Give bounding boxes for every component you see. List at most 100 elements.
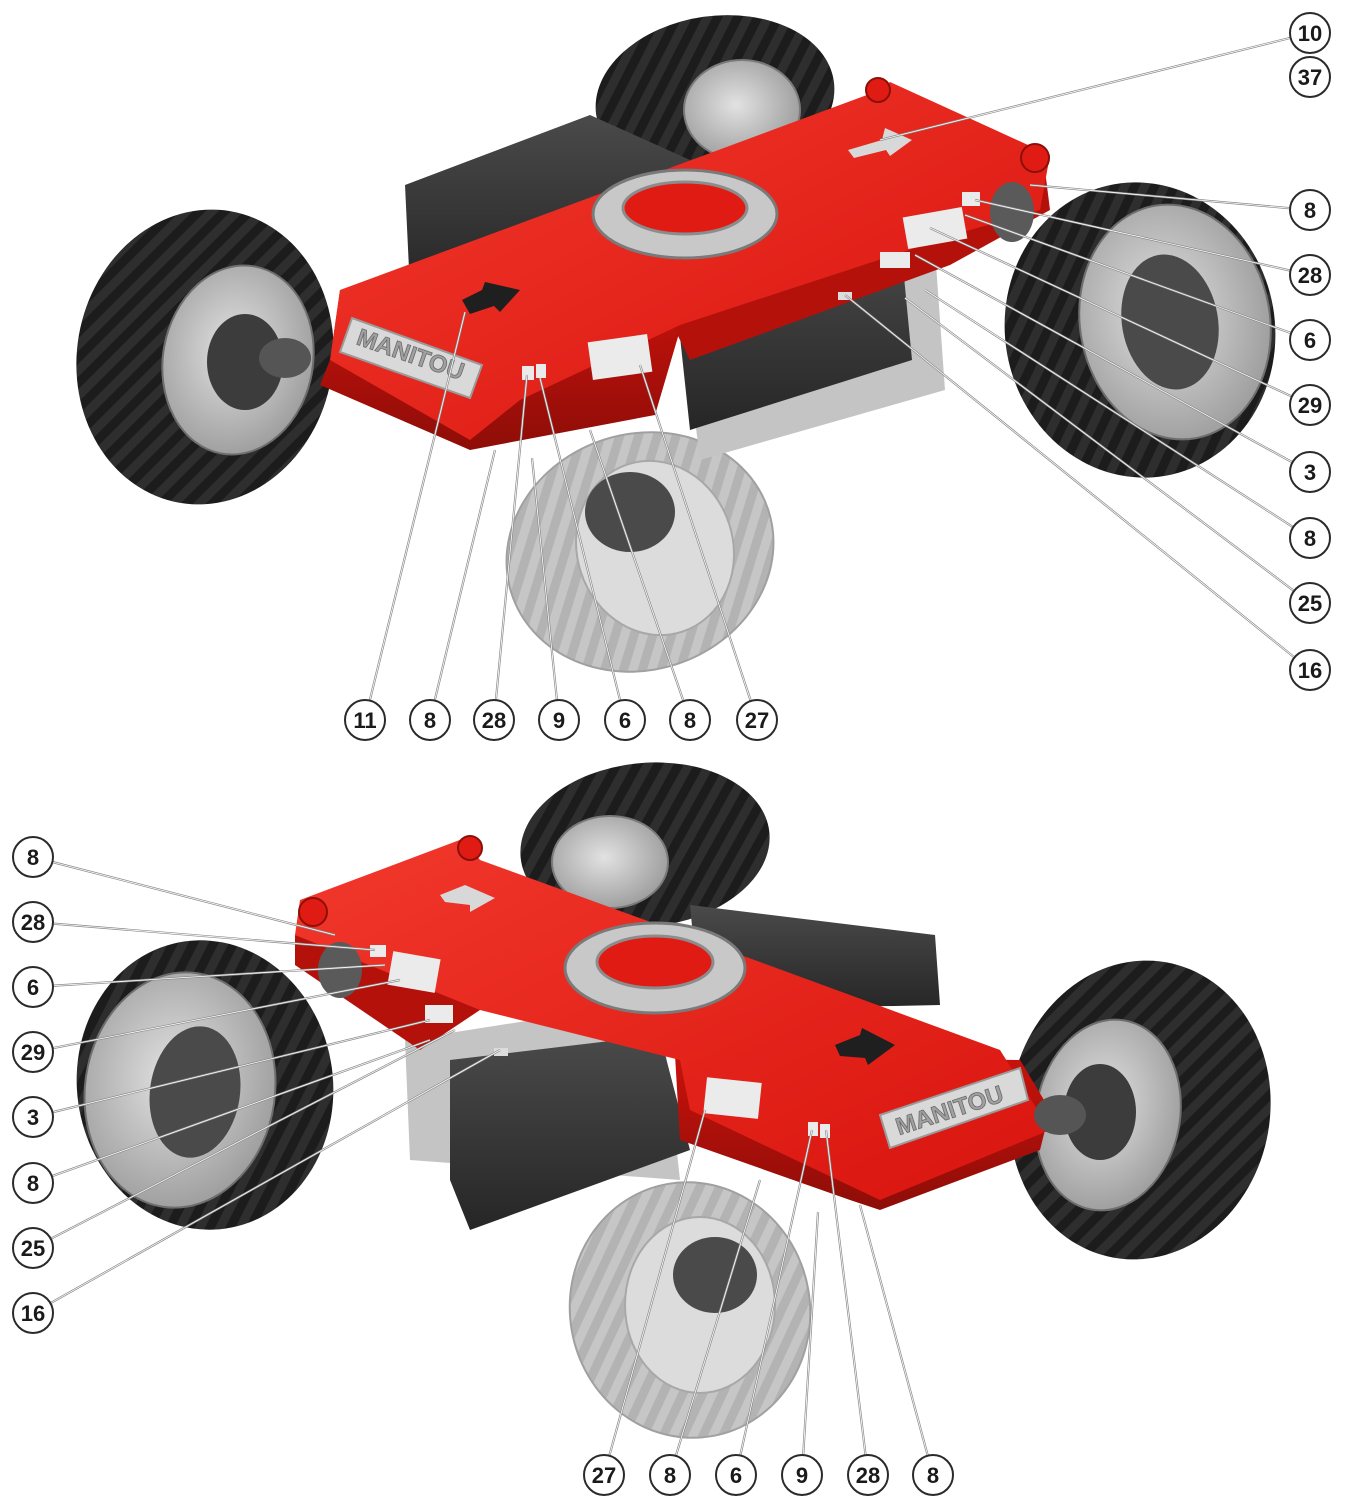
callout-label: 8 — [424, 708, 436, 733]
decal-small-b — [536, 364, 546, 378]
ghost-wheel-front — [505, 431, 775, 673]
callout-circle — [538, 699, 580, 741]
callout-circle — [12, 1096, 54, 1138]
leader-line-highlight-16 — [50, 1049, 501, 1304]
leader-line-highlight-25 — [904, 297, 1295, 592]
callout-circle — [583, 1454, 625, 1496]
leader-line-highlight-28 — [52, 923, 376, 951]
callout-circle — [669, 699, 711, 741]
decal-small-c — [880, 252, 910, 268]
leader-line-highlight-8 — [51, 1039, 431, 1177]
callout-3: 3 — [1289, 451, 1331, 493]
callout-label: 16 — [21, 1301, 45, 1326]
callout-label: 8 — [27, 845, 39, 870]
leader-line-highlight-10 — [879, 37, 1291, 141]
callout-label: 29 — [21, 1040, 45, 1065]
dark-body-block-lower — [450, 1035, 690, 1230]
callout-8: 8 — [912, 1454, 954, 1496]
callout-8: 8 — [1289, 517, 1331, 559]
callout-circle — [1289, 451, 1331, 493]
leader-line-highlight-3 — [52, 1019, 431, 1113]
callout-circle — [604, 699, 646, 741]
callout-label: 8 — [27, 1171, 39, 1196]
leader-line-highlight-8 — [52, 861, 336, 936]
callout-25: 25 — [1289, 582, 1331, 624]
wheel-left-top — [76, 209, 334, 505]
callout-label: 25 — [21, 1236, 45, 1261]
callout-8: 8 — [669, 699, 711, 741]
callout-circle — [1289, 12, 1331, 54]
callout-circle — [847, 1454, 889, 1496]
leader-line-highlight-8 — [859, 1204, 929, 1456]
callout-28: 28 — [473, 699, 515, 741]
callout-label: 11 — [353, 708, 376, 733]
decal-27 — [587, 334, 653, 380]
callout-label: 10 — [1298, 21, 1322, 46]
hub-right-bottom — [1034, 1095, 1086, 1135]
leader-line-highlight-8 — [675, 1179, 761, 1456]
callout-circle — [12, 836, 54, 878]
leader-line-highlight-28 — [825, 1129, 866, 1456]
callout-circle — [409, 699, 451, 741]
callout-circle — [736, 699, 778, 741]
callout-label: 28 — [1298, 263, 1322, 288]
callout-label: 27 — [745, 708, 769, 733]
callout-label: 8 — [664, 1463, 676, 1488]
callout-11: 11 — [344, 699, 386, 741]
bottom-view-illustration: MANITOU — [76, 762, 1271, 1439]
callout-label: 27 — [592, 1463, 616, 1488]
callout-label: 9 — [553, 708, 565, 733]
callout-27: 27 — [583, 1454, 625, 1496]
callout-circle — [1289, 189, 1331, 231]
decal-16-bottom — [494, 1048, 508, 1056]
callout-label: 8 — [1304, 198, 1316, 223]
callout-29: 29 — [1289, 384, 1331, 426]
wheel-right-top — [1004, 182, 1276, 478]
callout-16: 16 — [1289, 649, 1331, 691]
decal-27-bottom — [703, 1077, 762, 1119]
callout-28: 28 — [847, 1454, 889, 1496]
callout-circle — [12, 1031, 54, 1073]
callout-circle — [12, 966, 54, 1008]
leader-line-highlight-27 — [639, 364, 752, 702]
callout-25: 25 — [12, 1227, 54, 1269]
leader-line-highlight-11 — [369, 311, 466, 701]
decal-small-g — [370, 945, 386, 957]
leader-line-highlight-8 — [434, 449, 496, 701]
slew-ring-bottom — [563, 921, 747, 1015]
top-view-illustration: MANITOU — [76, 15, 1276, 673]
decal-small-d — [962, 192, 980, 206]
callout-label: 9 — [796, 1463, 808, 1488]
lifting-eye-2 — [1020, 143, 1050, 173]
callout-circle — [1289, 56, 1331, 98]
callout-circle — [1289, 517, 1331, 559]
slew-ring-top — [591, 168, 779, 260]
callout-circle — [12, 1227, 54, 1269]
callout-9: 9 — [781, 1454, 823, 1496]
callout-label: 16 — [1298, 658, 1322, 683]
callout-10: 10 — [1289, 12, 1331, 54]
leader-line-highlight-8 — [1029, 184, 1291, 209]
callout-label: 6 — [1304, 328, 1316, 353]
callout-6: 6 — [12, 966, 54, 1008]
callout-label: 8 — [684, 708, 696, 733]
lifting-eye-4 — [298, 897, 328, 927]
leader-line-highlight-8 — [589, 429, 684, 702]
direction-arrow-black-bottom — [835, 1028, 895, 1065]
direction-arrow-grey-bottom — [440, 885, 495, 912]
callout-29: 29 — [12, 1031, 54, 1073]
callout-circle — [12, 1162, 54, 1204]
leader-line-highlight-9 — [802, 1211, 819, 1456]
callout-label: 8 — [1304, 526, 1316, 551]
callout-circle — [649, 1454, 691, 1496]
hub-left-bottom — [318, 942, 362, 998]
leader-line-highlight-25 — [50, 1029, 456, 1240]
callout-37: 37 — [1289, 56, 1331, 98]
decal-small-f — [820, 1124, 830, 1138]
callout-circle — [715, 1454, 757, 1496]
callout-8: 8 — [409, 699, 451, 741]
direction-arrow-black — [462, 282, 520, 314]
callout-circle — [473, 699, 515, 741]
